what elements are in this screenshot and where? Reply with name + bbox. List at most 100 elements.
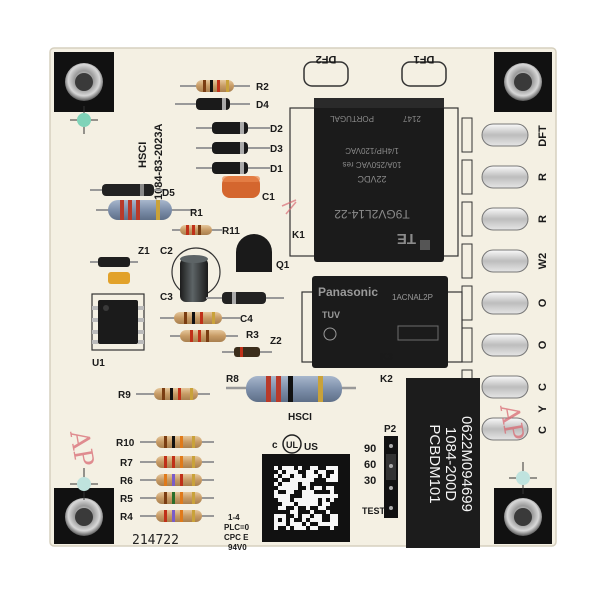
svg-text:1084-200D: 1084-200D	[442, 427, 459, 501]
label-r2: R2	[256, 82, 269, 93]
label-c3: C3	[160, 292, 173, 303]
label-p2: P2	[384, 424, 397, 435]
label-z2: Z2	[270, 336, 282, 347]
diode-d1	[196, 162, 270, 174]
label-r3: R3	[246, 330, 259, 341]
jumper-p2	[384, 436, 398, 518]
terminal-label-o1: O	[537, 298, 549, 307]
label-r6: R6	[120, 476, 133, 487]
label-d3: D3	[270, 144, 283, 155]
fiducial-bottom-left	[70, 468, 98, 500]
terminal-df1: DF1	[401, 53, 447, 87]
resistor-r1	[96, 200, 196, 220]
label-u1: U1	[92, 358, 105, 369]
label-c1: C1	[262, 192, 275, 203]
label-z1: Z1	[138, 246, 150, 257]
label-r4: R4	[120, 512, 133, 523]
resistor-r6	[140, 474, 214, 486]
label-d2: D2	[270, 124, 283, 135]
data-matrix-code	[262, 454, 350, 542]
label-plc: PLC=0	[224, 523, 250, 532]
label-r10: R10	[116, 438, 135, 449]
part-id-hsci: HSCI	[137, 142, 149, 168]
svg-text:PCBDM101: PCBDM101	[426, 424, 443, 503]
svg-text:DF1: DF1	[414, 53, 435, 65]
terminal-label-w2: W2	[537, 253, 549, 270]
diode-d5	[90, 184, 168, 196]
label-d1: D1	[270, 164, 283, 175]
label-k3: K3	[380, 352, 393, 363]
terminal-label-o2: O	[537, 340, 549, 349]
mount-pad-bottom-right	[494, 488, 552, 544]
part-id-number: 1084-83-2023A	[153, 123, 165, 200]
capacitor-c2	[171, 247, 221, 302]
handwriting-ap-right: AP	[493, 401, 529, 443]
terminal-df2: DF2	[303, 53, 349, 87]
label-c2: C2	[160, 246, 173, 257]
svg-text:TUV: TUV	[322, 310, 340, 320]
mount-pad-top-left	[54, 52, 114, 112]
label-d5: D5	[162, 188, 175, 199]
svg-text:2147: 2147	[403, 114, 421, 123]
label-hsci-lower: HSCI	[288, 412, 312, 423]
relay-k1: TE T9GV2L14-22 10A/250VAC res 1/4HP/120V…	[289, 98, 459, 262]
label-c4: C4	[240, 314, 253, 325]
zener-z1	[90, 257, 138, 284]
terminal-label-dft: DFT	[537, 125, 549, 147]
resistor-r7	[140, 456, 214, 468]
spade-terminals	[461, 117, 529, 447]
label-k1: K1	[292, 230, 305, 241]
diode-d4	[175, 98, 250, 110]
relay-k2: Panasonic TUV 1ACNAL2P	[301, 276, 463, 368]
resistor-r5	[140, 492, 214, 504]
svg-text:DF2: DF2	[316, 53, 337, 65]
diode-d2	[196, 122, 270, 134]
label-r11: R11	[222, 226, 240, 237]
label-q1: Q1	[276, 260, 290, 271]
jumper-label-60: 60	[364, 459, 376, 471]
resistor-c4-row	[160, 312, 240, 324]
capacitor-c1	[222, 176, 260, 198]
label-cpc: CPC E	[224, 533, 249, 542]
svg-text:10A/250VAC res: 10A/250VAC res	[343, 160, 402, 169]
svg-text:PORTUGAL: PORTUGAL	[330, 114, 374, 123]
fiducial-top-left	[70, 106, 98, 134]
label-k2: K2	[380, 374, 393, 385]
svg-text:TE: TE	[397, 230, 416, 247]
label-date-code: 214722	[132, 533, 179, 548]
serial-label-block: 0622M094699 1084-200D PCBDM101	[406, 378, 480, 548]
svg-text:1ACNAL2P: 1ACNAL2P	[392, 293, 433, 302]
terminal-label-c1: C	[537, 383, 549, 391]
svg-text:Panasonic: Panasonic	[318, 285, 378, 299]
label-94v0: 94V0	[228, 543, 247, 552]
pen-mark	[281, 199, 297, 215]
zener-z2	[222, 347, 272, 357]
terminal-label-y: Y	[537, 405, 549, 413]
svg-text:c: c	[272, 440, 278, 451]
label-r9: R9	[118, 390, 131, 401]
svg-text:UL: UL	[286, 440, 298, 450]
handwriting-ap-left: AP	[63, 427, 99, 469]
resistor-r10	[140, 436, 214, 448]
resistor-r8	[226, 376, 356, 402]
jumper-label-90: 90	[364, 443, 376, 455]
resistor-r3	[170, 330, 238, 342]
label-r5: R5	[120, 494, 133, 505]
ul-logo: c UL US	[272, 434, 318, 454]
jumper-label-30: 30	[364, 475, 376, 487]
resistor-r9	[136, 388, 210, 400]
resistor-r11	[172, 225, 222, 235]
diode-near-c3	[206, 292, 284, 304]
diode-d3	[196, 142, 270, 154]
label-d4: D4	[256, 100, 269, 111]
svg-text:22VDC: 22VDC	[357, 174, 387, 184]
fiducial-bottom-right	[509, 462, 537, 494]
terminal-label-c2: C	[537, 426, 549, 434]
svg-text:US: US	[304, 442, 318, 453]
mount-pad-top-right	[494, 52, 552, 112]
svg-text:1/4HP/120VAC: 1/4HP/120VAC	[345, 146, 399, 155]
terminal-label-r2: R	[537, 215, 549, 223]
label-1-4: 1-4	[228, 513, 240, 522]
resistor-r4	[140, 510, 214, 522]
